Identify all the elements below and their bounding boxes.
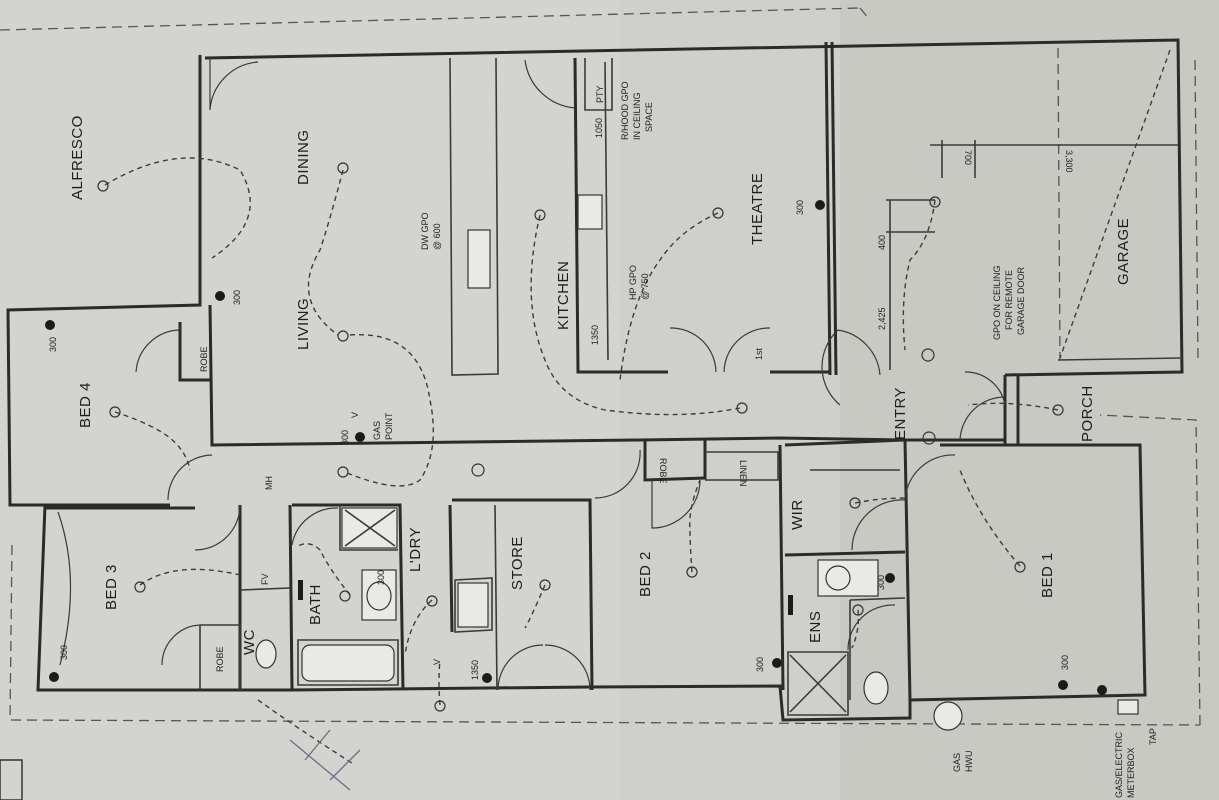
bath-shower-cross — [344, 509, 396, 547]
dim-400: 400 — [877, 235, 887, 250]
room-label-entry: ENTRY — [892, 387, 909, 440]
door-swings — [57, 58, 1006, 691]
boundary-bottom — [9, 544, 1201, 726]
pantry-label: PTY — [595, 85, 605, 103]
room-label-bed1: BED 1 — [1039, 552, 1056, 598]
dim-1st: 1st — [754, 347, 764, 360]
room-label-bath: BATH — [307, 584, 324, 625]
gas-point-note-2: POINT — [384, 412, 394, 440]
ceiling-lights — [97, 162, 1064, 712]
dim-300-alfresco: 300 — [232, 290, 242, 305]
paper-fold-right — [840, 0, 1219, 800]
dim-300-bed2: 300 — [755, 657, 765, 672]
dim-300-living: 300 — [340, 430, 350, 445]
dim-300-ens: 300 — [876, 575, 886, 590]
garage-gpo-note-1: GPO ON CEILING — [992, 265, 1002, 340]
room-label-garage: GARAGE — [1115, 218, 1132, 285]
ensuite-toilet — [863, 671, 889, 705]
gas-hwu-unit — [933, 701, 963, 731]
meterbox-note-1: GAS/ELECTRIC — [1114, 731, 1124, 798]
fixtures — [255, 194, 1139, 731]
dim-1350-kitchen: 1350 — [590, 325, 600, 345]
room-label-laundry: L'DRY — [407, 527, 424, 572]
dim-1050: 1050 — [594, 118, 604, 138]
room-label-kitchen: KITCHEN — [555, 261, 572, 330]
boundary-right — [1099, 414, 1201, 726]
v-note-laundry: V — [432, 659, 442, 665]
room-label-dining: DINING — [295, 130, 312, 186]
dim-700: 700 — [963, 150, 973, 165]
manhole-label: MH — [264, 476, 274, 490]
gas-point-note-1: GAS — [372, 421, 382, 440]
room-label-alfresco: ALFRESCO — [69, 115, 86, 200]
robe-bed3-label: ROBE — [215, 646, 225, 672]
room-label-store: STORE — [509, 536, 526, 590]
dim-300-bed1: 300 — [1060, 655, 1070, 670]
room-label-living: LIVING — [295, 298, 312, 350]
cooktop — [577, 194, 603, 230]
garage-door-opening — [1057, 47, 1061, 361]
dw-gpo-height-note: @ 600 — [432, 223, 442, 250]
dim-300-theatre: 300 — [795, 200, 805, 215]
meterbox-note-2: METERBOX — [1126, 747, 1136, 798]
linen-label: LINEN — [738, 460, 748, 487]
cupboard-labels: ROBE ROBE ROBE LINEN PTY MH — [199, 85, 748, 672]
garage-gpo-note-2: FOR REMOTE — [1004, 270, 1014, 330]
boundary-top-corner — [859, 7, 871, 21]
internal-walls — [10, 41, 1183, 716]
room-label-theatre: THEATRE — [749, 173, 766, 245]
dim-2425: 2,425 — [877, 307, 887, 330]
ensuite-shower-cross — [789, 654, 847, 713]
rhood-note-1: R/HOOD GPO — [620, 81, 630, 140]
kitchen-sink — [467, 229, 491, 289]
room-label-bed4: BED 4 — [77, 382, 94, 428]
hp-gpo-note: HP GPO — [628, 265, 638, 300]
dim-300-bath: 300 — [376, 570, 386, 585]
robe-bed4-label: ROBE — [199, 346, 209, 372]
bathtub — [301, 644, 395, 682]
dim-1350-laundry: 1350 — [470, 660, 480, 680]
gas-hwu-note-2: HWU — [964, 751, 974, 773]
rhood-note-2: IN CEILING — [632, 92, 642, 140]
meterbox — [1117, 699, 1139, 715]
dimension-labels: 1050 1350 1350 700 3,300 400 2,425 300 3… — [48, 118, 1074, 680]
room-label-bed3: BED 3 — [103, 564, 120, 610]
gas-hwu-note-1: GAS — [952, 753, 962, 772]
room-label-porch: PORCH — [1079, 385, 1096, 442]
electrical-notes: DW GPO @ 600 R/HOOD GPO IN CEILING SPACE… — [260, 81, 1158, 798]
room-label-wc: WC — [241, 629, 258, 655]
room-labels: ALFRESCO DINING LIVING KITCHEN THEATRE G… — [69, 115, 1132, 655]
pen-marks — [289, 729, 361, 791]
tap-note: TAP — [1148, 728, 1158, 745]
fv-note: FV — [260, 573, 270, 585]
dim-300-bed4: 300 — [48, 337, 58, 352]
dw-gpo-note: DW GPO — [420, 213, 430, 251]
dimension-lines — [886, 140, 1178, 370]
wc-toilet — [255, 639, 277, 669]
corner-box — [0, 759, 23, 800]
room-label-ens: ENS — [807, 611, 824, 643]
v-note-living: V — [350, 412, 360, 418]
dim-3300: 3,300 — [1064, 150, 1074, 173]
boundary-garage — [1194, 59, 1199, 361]
robe-bed2-label: ROBE — [658, 458, 668, 484]
wall-points — [45, 200, 1107, 695]
room-label-wir: WIR — [789, 499, 806, 530]
hp-gpo-height-note: @ 750 — [640, 273, 650, 300]
room-label-bed2: BED 2 — [637, 551, 654, 597]
garage-gpo-note-3: GARAGE DOOR — [1016, 266, 1026, 335]
garage-roller-door — [1059, 49, 1171, 359]
dim-300-bed3: 300 — [59, 645, 69, 660]
laundry-tub — [457, 582, 489, 628]
rhood-note-3: SPACE — [644, 102, 654, 132]
